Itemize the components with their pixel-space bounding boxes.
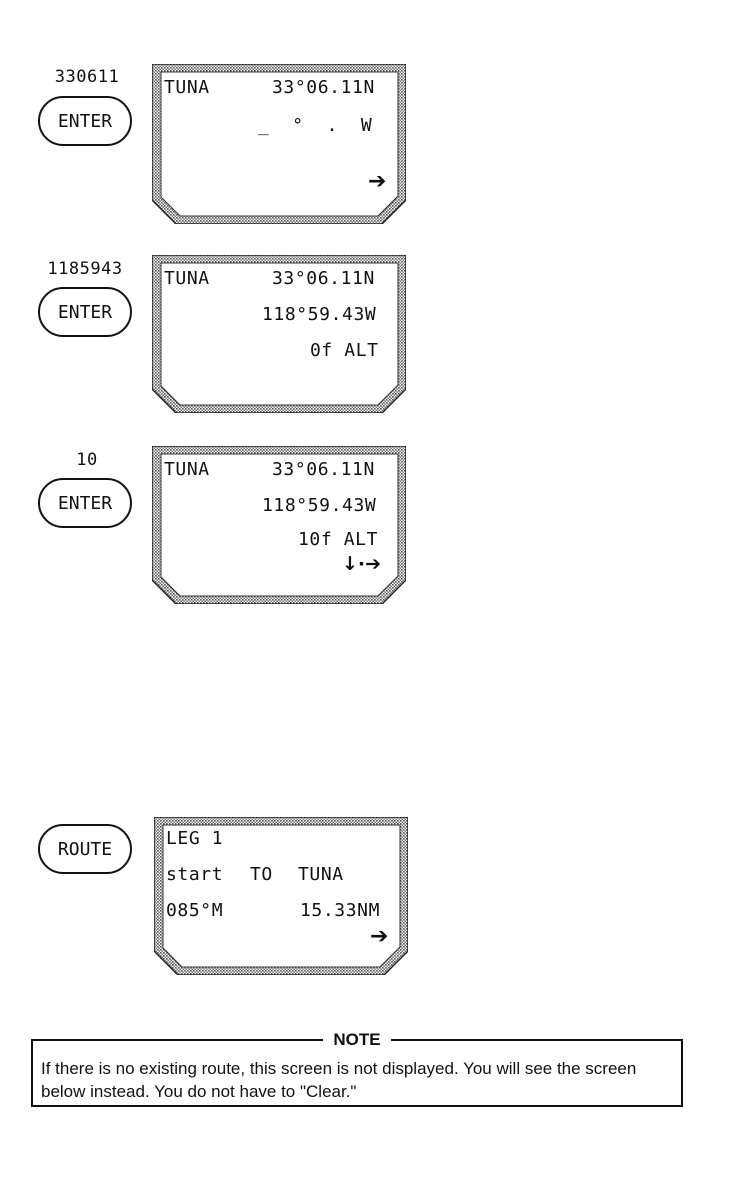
screen-longitude-entry: _ ° . W xyxy=(258,115,373,136)
screen-latitude: 33°06.11N xyxy=(272,77,375,98)
down-right-arrow-icon: ↓·➔ xyxy=(342,553,382,575)
screen-leg-distance: 15.33NM xyxy=(300,900,381,921)
screen-longitude: 118°59.43W xyxy=(262,495,377,516)
screen-waypoint-name: TUNA xyxy=(164,459,210,480)
screen-waypoint-name: TUNA xyxy=(164,77,210,98)
screen-leg-bearing: 085°M xyxy=(166,900,224,921)
route-key[interactable]: ROUTE xyxy=(38,824,132,874)
display-screen-route: LEG 1 start TO TUNA 085°M 15.33NM ➔ xyxy=(154,817,408,975)
screen-frame xyxy=(154,817,408,975)
screen-longitude: 118°59.43W xyxy=(262,304,377,325)
display-screen-step2: TUNA 33°06.11N 118°59.43W 0f ALT xyxy=(152,255,406,413)
screen-latitude: 33°06.11N xyxy=(272,459,375,480)
screen-frame xyxy=(152,255,406,413)
enter-key-step3[interactable]: ENTER xyxy=(38,478,132,528)
screen-frame xyxy=(152,64,406,224)
right-arrow-icon: ➔ xyxy=(370,924,389,949)
screen-leg-start: start xyxy=(166,864,224,885)
display-screen-step3: TUNA 33°06.11N 118°59.43W 10f ALT ↓·➔ xyxy=(152,446,406,604)
screen-waypoint-name: TUNA xyxy=(164,268,210,289)
step1-input-value: 330611 xyxy=(54,67,120,87)
enter-key-step1[interactable]: ENTER xyxy=(38,96,132,146)
screen-leg-to: TO xyxy=(250,864,273,885)
screen-altitude: 10f ALT xyxy=(298,529,379,550)
note-title: NOTE xyxy=(323,1030,391,1050)
screen-latitude: 33°06.11N xyxy=(272,268,375,289)
note-text: If there is no existing route, this scre… xyxy=(41,1059,637,1101)
screen-leg-number: LEG 1 xyxy=(166,828,224,849)
screen-frame xyxy=(152,446,406,604)
right-arrow-icon: ➔ xyxy=(368,169,387,194)
enter-key-step2[interactable]: ENTER xyxy=(38,287,132,337)
step2-input-value: 1185943 xyxy=(47,259,123,279)
note-box: NOTE If there is no existing route, this… xyxy=(31,1030,684,1107)
screen-altitude: 0f ALT xyxy=(310,340,379,361)
screen-leg-destination: TUNA xyxy=(298,864,344,885)
display-screen-step1: TUNA 33°06.11N _ ° . W ➔ xyxy=(152,64,406,224)
step3-input-value: 10 xyxy=(76,450,98,470)
